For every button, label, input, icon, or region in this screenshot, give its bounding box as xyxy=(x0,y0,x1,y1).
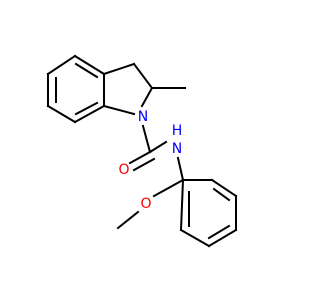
molecule-structure: N N H O O xyxy=(46,54,238,248)
bond xyxy=(73,54,106,76)
bond xyxy=(102,104,136,116)
atom-label-nitrogen-ring: N xyxy=(138,109,148,125)
bond xyxy=(207,228,238,248)
bond xyxy=(179,178,185,232)
bond xyxy=(210,178,238,198)
bond xyxy=(140,86,154,108)
atom-label-hydrogen: H xyxy=(172,123,183,139)
bond xyxy=(116,210,140,230)
atom-label-oxygen-carbonyl: O xyxy=(118,162,129,178)
bond xyxy=(212,187,231,202)
bond xyxy=(46,54,77,76)
bond xyxy=(132,157,156,172)
bond xyxy=(73,104,106,124)
bond xyxy=(141,124,152,154)
bond xyxy=(148,140,168,154)
bond xyxy=(46,104,77,124)
bond xyxy=(207,224,231,240)
bond-group xyxy=(46,54,238,248)
bond xyxy=(132,62,154,90)
bond xyxy=(102,62,136,76)
atom-label-nitrogen-amide: N xyxy=(172,141,182,157)
atom-label-oxygen-methoxy: O xyxy=(140,196,151,212)
bond xyxy=(74,101,99,116)
bond xyxy=(74,62,99,79)
bond xyxy=(179,228,211,248)
bond xyxy=(152,178,185,198)
bond xyxy=(128,150,152,165)
atom-label-group: N N H O O xyxy=(118,109,182,212)
bond xyxy=(176,156,185,182)
